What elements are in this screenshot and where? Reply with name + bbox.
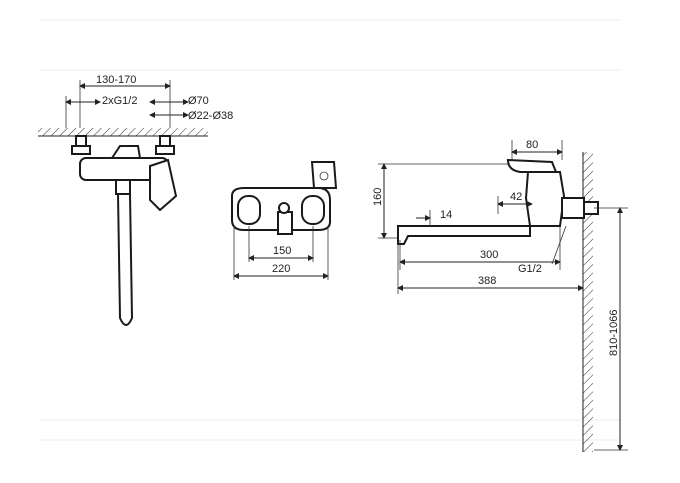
dim-center-distance: 130-170: [96, 74, 136, 86]
dim-height: 160: [372, 188, 384, 206]
right-eccentric: [159, 135, 171, 147]
profile-body: [524, 171, 566, 227]
left-flange: [237, 195, 261, 225]
profile-view: 80 160 42 14 300 G1/2 388: [372, 139, 628, 452]
side-spout: [116, 193, 134, 326]
dim-reach: 388: [478, 275, 496, 287]
profile-eccentric: [561, 197, 585, 219]
dim-mount-height: 810-1066: [608, 310, 620, 357]
dim-handle-width: 80: [526, 139, 538, 151]
front-outlet: [277, 211, 293, 235]
profile-spout: [397, 225, 531, 245]
dim-thread: G1/2: [518, 263, 542, 275]
wall-hatch-right: [583, 152, 593, 452]
front-lever: [310, 161, 338, 189]
dim-overall-width: 220: [272, 263, 290, 275]
profile-lever: [506, 158, 558, 173]
diverter: [115, 179, 131, 195]
dim-spout-14: 14: [440, 209, 452, 221]
dim-pipe-diameter: Ø22-Ø38: [188, 110, 233, 122]
right-flange: [301, 195, 325, 225]
front-view: 150 220: [231, 161, 338, 280]
side-view: 130-170 2xG1/2 Ø70 Ø22-Ø38: [38, 74, 233, 326]
background-artifacts: [40, 19, 620, 441]
dim-flange-diameter: Ø70: [188, 95, 209, 107]
dim-spout-300: 300: [480, 249, 498, 261]
dim-thread-inlets: 2xG1/2: [102, 95, 137, 107]
dim-offset-42: 42: [510, 191, 522, 203]
side-lever: [149, 158, 178, 212]
dim-inner-width: 150: [273, 245, 291, 257]
left-eccentric: [75, 135, 87, 147]
wall-hatch-top: [38, 128, 208, 136]
